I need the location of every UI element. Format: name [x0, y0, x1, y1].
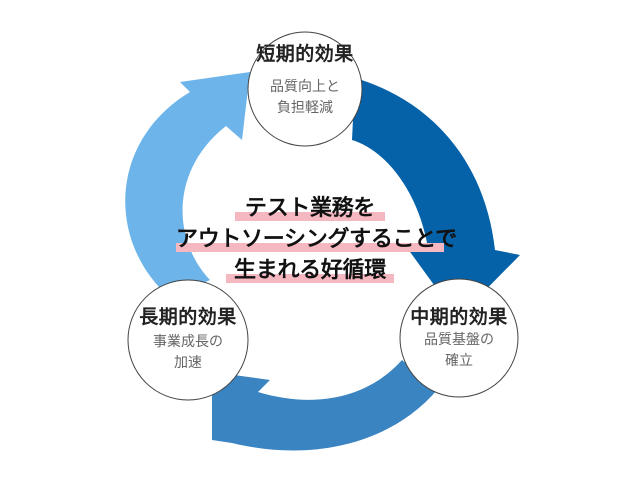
node-mid-term-title: 中期的効果 [410, 306, 508, 328]
center-text-line2: アウトソーシングすることで [176, 227, 457, 253]
center-text-line2-label: アウトソーシングすることで [176, 227, 458, 252]
node-short-term-sub1: 品質向上と [270, 79, 340, 95]
arrow-short-to-mid [352, 78, 520, 318]
node-short-term-circle [247, 31, 363, 147]
node-long-term-title: 長期的効果 [139, 306, 237, 328]
center-text-line3-label: 生まれる好循環 [234, 258, 386, 283]
arrow-mid-to-long [212, 360, 437, 451]
node-mid-term-circle [399, 278, 519, 398]
node-mid-term-sub2: 確立 [445, 353, 473, 369]
center-text-line1: テスト業務を [235, 196, 385, 222]
node-mid-term-sub1: 品質基盤の [424, 332, 494, 348]
node-long-term-sub1: 事業成長の [153, 334, 223, 350]
center-text-line3: 生まれる好循環 [226, 258, 394, 284]
center-highlight-2 [176, 243, 444, 252]
center-text-line1-label: テスト業務を [244, 196, 376, 221]
node-long-term-sub2: 加速 [174, 355, 202, 371]
node-short-term-sub2: 負担軽減 [277, 100, 333, 116]
arrow-long-to-short [125, 72, 250, 298]
node-long-term-circle [127, 279, 249, 401]
node-short-term-title: 短期的効果 [256, 43, 354, 65]
center-highlight-1 [235, 212, 385, 221]
center-highlight-3 [226, 274, 394, 283]
